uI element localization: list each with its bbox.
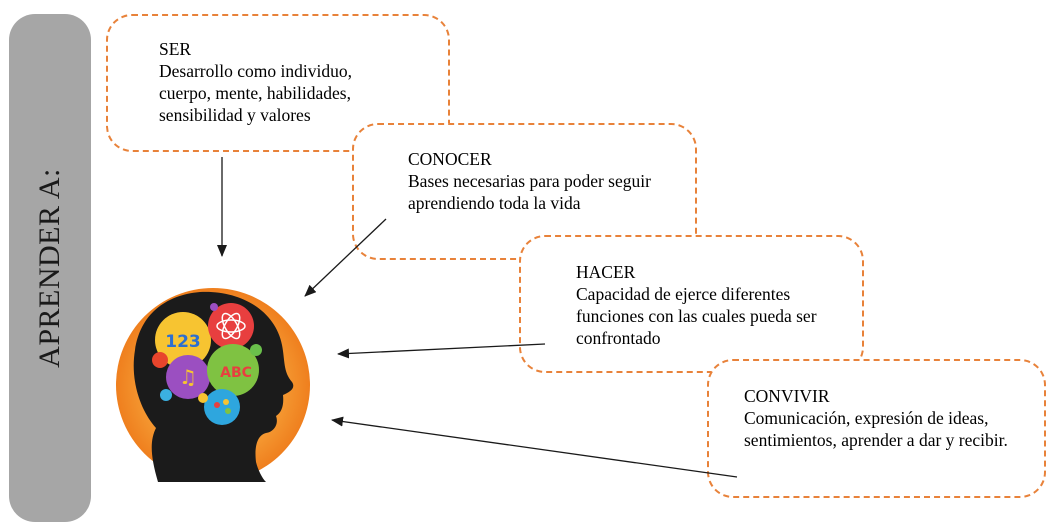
arrow-convivir	[331, 416, 738, 478]
atom-orbit-icon	[216, 319, 246, 333]
palette-bubble	[204, 389, 240, 425]
atom-orbit-icon	[221, 312, 241, 340]
letters-bubble	[207, 344, 259, 396]
small-dot	[210, 303, 218, 311]
box-conocer-title: CONOCER	[408, 149, 492, 169]
box-hacer: HACER Capacidad de ejerce diferentes fun…	[519, 235, 864, 373]
atom-bubble	[208, 303, 254, 349]
box-ser-title: SER	[159, 39, 192, 59]
arrow-hacer	[337, 343, 546, 359]
paint-dot	[223, 399, 229, 405]
small-dot	[152, 352, 168, 368]
music-bubble	[166, 355, 210, 399]
music-note-icon: ♫	[179, 365, 197, 389]
paint-dot	[214, 402, 220, 408]
small-dot	[160, 389, 172, 401]
small-dot	[250, 344, 262, 356]
sidebar-label-panel: APRENDER A:	[9, 14, 91, 522]
numbers-label: 123	[165, 332, 201, 352]
box-hacer-body: Capacidad de ejerce diferentes funciones…	[576, 284, 817, 348]
box-convivir-title: CONVIVIR	[744, 386, 830, 406]
paint-dot	[225, 408, 231, 414]
box-conocer-body: Bases necesarias para poder seguir apren…	[408, 171, 651, 213]
arrow-conocer	[304, 218, 387, 297]
box-convivir-body: Comunicación, expresión de ideas, sentim…	[744, 408, 1008, 450]
box-hacer-title: HACER	[576, 262, 636, 282]
letters-label: ABC	[220, 365, 252, 381]
atom-orbit-icon	[221, 312, 241, 340]
box-ser: SER Desarrollo como individuo, cuerpo, m…	[106, 14, 450, 152]
box-ser-body: Desarrollo como individuo, cuerpo, mente…	[159, 61, 352, 125]
numbers-bubble	[155, 312, 211, 368]
box-convivir: CONVIVIR Comunicación, expresión de idea…	[707, 359, 1046, 498]
small-dot	[198, 393, 208, 403]
